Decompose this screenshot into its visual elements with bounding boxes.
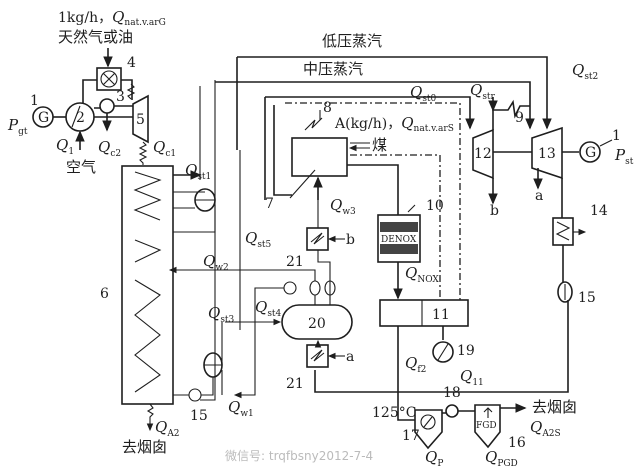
port-b-heater: b	[346, 232, 355, 248]
coal-rate: A(kg/h)，Qnat.v.arS	[334, 114, 454, 134]
deaerator-20	[281, 304, 353, 340]
Q11-label: Q11	[460, 367, 484, 388]
Qst5-label: Qst5	[245, 229, 272, 250]
Qw2-label: Qw2	[203, 252, 229, 273]
watermark: 微信号: trqfbsny2012-7-4	[225, 449, 373, 463]
coal-boiler-7	[291, 137, 348, 177]
fgd-16	[474, 404, 501, 449]
low-pressure-steam-label: 低压蒸汽	[322, 32, 382, 50]
Qst0-label: Qst0	[410, 83, 437, 104]
Qstr-label: Qstr	[470, 81, 496, 102]
denox-label: DENOX	[381, 235, 417, 245]
hrsg-coil-bottom	[134, 279, 161, 393]
fuel-label: 天然气或油	[58, 28, 133, 46]
Qst3-label: Qst3	[208, 304, 235, 325]
label-1-right: 1	[612, 128, 621, 144]
label-5: 5	[136, 112, 145, 128]
fuel-rate: 1kg/h，Qnat.v.arG	[58, 8, 166, 28]
label-10: 10	[426, 198, 444, 214]
cooler-3	[99, 98, 115, 114]
Qst2-label: Qst2	[572, 61, 598, 82]
Q1-label: Q1	[56, 136, 74, 157]
Qst4-label: Qst4	[255, 298, 282, 319]
QNOX-label: QNOX	[405, 264, 439, 285]
fgd-label: FGD	[476, 421, 497, 431]
QA2S-label: QA2S	[530, 418, 561, 439]
port-b-turbine: b	[490, 203, 499, 219]
label-8: 8	[323, 100, 332, 116]
condensate-pump-15	[557, 281, 573, 303]
combustor-burner-icon	[100, 70, 118, 88]
label-17: 17	[402, 428, 420, 444]
label-20: 20	[308, 316, 326, 332]
label-15-right: 15	[578, 290, 596, 306]
hrsg-coil-top	[133, 171, 162, 221]
port-a-turbine: a	[535, 188, 543, 204]
Qw3-label: Qw3	[330, 196, 356, 217]
label-3: 3	[116, 89, 125, 105]
id-fan	[445, 404, 459, 418]
label-16: 16	[508, 435, 526, 451]
label-1-left: 1	[30, 93, 39, 109]
QPGD-label: QPGD	[485, 448, 518, 467]
hrsg-6	[121, 165, 174, 405]
low-pressure-steam-line	[237, 56, 552, 130]
Pst-label: Pst	[614, 146, 634, 167]
label-13: 13	[538, 146, 556, 162]
label-21-upper: 21	[286, 254, 304, 270]
Qf2-label: Qf2	[405, 354, 426, 375]
label-4: 4	[127, 55, 136, 71]
label-15-left: 15	[190, 408, 208, 424]
QP-label: QP	[425, 448, 443, 467]
label-21-lower: 21	[286, 376, 304, 392]
generator-gt-icon: G	[38, 110, 49, 126]
stack-right-label: 去烟囱	[532, 398, 577, 416]
Pgt-label: Pgt	[7, 116, 28, 137]
label-2: 2	[76, 110, 85, 126]
label-11: 11	[432, 307, 450, 323]
label-19: 19	[457, 343, 475, 359]
temperature-label: 125°C	[372, 405, 416, 421]
label-12: 12	[474, 146, 492, 162]
Qc1-label: Qc1	[153, 138, 176, 159]
Qw1-label: Qw1	[228, 398, 254, 419]
coal-label: 煤	[372, 136, 387, 154]
port-a-heater: a	[346, 349, 354, 365]
gas-turbine-5	[132, 94, 149, 144]
air-label: 空气	[66, 158, 96, 176]
generator-st-icon: G	[585, 145, 596, 161]
stack-left-label: 去烟囱	[122, 438, 167, 456]
label-14: 14	[590, 203, 608, 219]
fan-19	[432, 341, 454, 363]
flue-gas-line	[285, 102, 461, 325]
label-6: 6	[100, 286, 109, 302]
air-heater-11	[379, 299, 469, 327]
QA2-label: QA2	[155, 418, 180, 439]
label-18: 18	[443, 385, 461, 401]
Qc2-label: Qc2	[98, 138, 121, 159]
label-9: 9	[515, 110, 524, 126]
pump-icon	[309, 280, 321, 296]
Qst1-label: Qst1	[185, 161, 211, 182]
mid-pressure-steam-line	[215, 81, 535, 130]
superheater-8-icon	[304, 117, 323, 131]
generator-st	[579, 141, 601, 163]
label-7: 7	[265, 196, 274, 212]
circulation-pump-15	[188, 388, 202, 402]
pump-icon	[283, 281, 297, 295]
mid-pressure-steam-label: 中压蒸汽	[303, 60, 363, 78]
hrsg-coil-mid	[134, 239, 162, 263]
